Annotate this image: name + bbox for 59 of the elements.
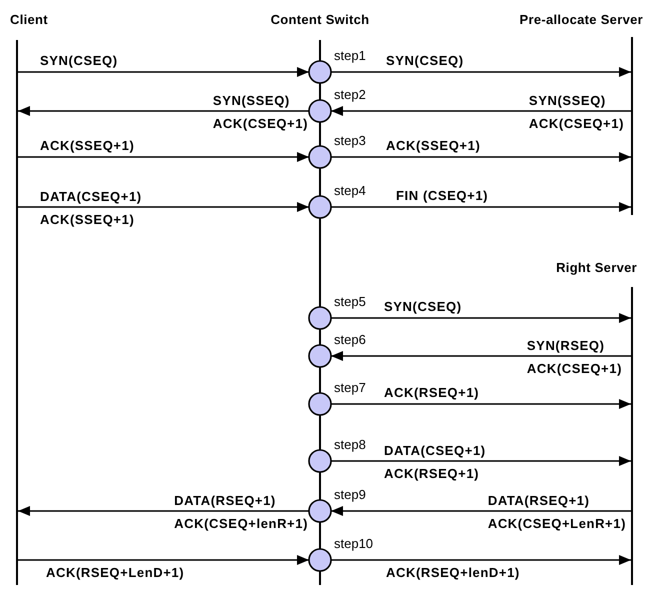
arrow bbox=[331, 555, 631, 565]
arrow bbox=[331, 399, 631, 409]
step-circle bbox=[308, 145, 332, 169]
lifeline bbox=[631, 287, 633, 585]
arrow bbox=[331, 506, 631, 516]
step-label: step7 bbox=[334, 380, 366, 395]
step-label: step2 bbox=[334, 87, 366, 102]
arrow bbox=[331, 67, 631, 77]
arrow bbox=[331, 351, 631, 361]
arrow bbox=[331, 456, 631, 466]
edge-label: DATA(CSEQ+1) ACK(SSEQ+1) bbox=[40, 188, 142, 229]
step-circle bbox=[308, 392, 332, 416]
arrow bbox=[18, 506, 309, 516]
arrow bbox=[18, 152, 309, 162]
edge-label: SYN(SSEQ) ACK(CSEQ+1) bbox=[528, 92, 624, 133]
lifeline bbox=[16, 40, 18, 585]
arrow bbox=[18, 106, 309, 116]
edge-label: SYN(CSEQ) bbox=[384, 298, 462, 316]
step-label: step8 bbox=[334, 437, 366, 452]
arrow bbox=[18, 67, 309, 77]
step-circle bbox=[308, 99, 332, 123]
step-label: step9 bbox=[334, 487, 366, 502]
step-circle bbox=[308, 449, 332, 473]
step-label: step3 bbox=[334, 133, 366, 148]
edge-label: FIN (CSEQ+1) bbox=[396, 187, 488, 205]
edge-label: DATA(CSEQ+1) ACK(RSEQ+1) bbox=[384, 442, 486, 483]
arrow bbox=[331, 106, 631, 116]
step-label: step4 bbox=[334, 183, 366, 198]
step-label: step5 bbox=[334, 294, 366, 309]
arrow bbox=[331, 152, 631, 162]
arrow bbox=[18, 202, 309, 212]
lifeline-header: Content Switch bbox=[270, 12, 370, 27]
step-circle bbox=[308, 344, 332, 368]
lifeline bbox=[631, 37, 633, 215]
step-circle bbox=[308, 548, 332, 572]
arrow bbox=[331, 313, 631, 323]
edge-label: ACK(SSEQ+1) bbox=[40, 137, 134, 155]
step-circle bbox=[308, 60, 332, 84]
edge-label: DATA(RSEQ+1) ACK(CSEQ+lenR+1) bbox=[174, 492, 308, 533]
step-circle bbox=[308, 499, 332, 523]
lifeline-header: Client bbox=[10, 12, 48, 27]
arrow bbox=[331, 202, 631, 212]
edge-label: SYN(RSEQ) ACK(CSEQ+1) bbox=[526, 337, 622, 378]
arrow bbox=[18, 555, 309, 565]
lifeline-header: Pre-allocate Server bbox=[520, 12, 643, 27]
step-label: step10 bbox=[334, 536, 374, 551]
step-circle bbox=[308, 306, 332, 330]
edge-label: SYN(SSEQ) ACK(CSEQ+1) bbox=[212, 92, 308, 133]
edge-label: ACK(SSEQ+1) bbox=[386, 137, 480, 155]
edge-label: SYN(CSEQ) bbox=[40, 52, 118, 70]
edge-label: ACK(RSEQ+LenD+1) bbox=[46, 564, 184, 582]
edge-label: SYN(CSEQ) bbox=[386, 52, 464, 70]
edge-label: ACK(RSEQ+lenD+1) bbox=[386, 564, 520, 582]
edge-label: ACK(RSEQ+1) bbox=[384, 384, 480, 402]
step-label: step1 bbox=[334, 48, 366, 63]
step-circle bbox=[308, 195, 332, 219]
step-label: step6 bbox=[334, 332, 366, 347]
edge-label: DATA(RSEQ+1) ACK(CSEQ+LenR+1) bbox=[488, 492, 626, 533]
lifeline-header: Right Server bbox=[556, 260, 637, 275]
